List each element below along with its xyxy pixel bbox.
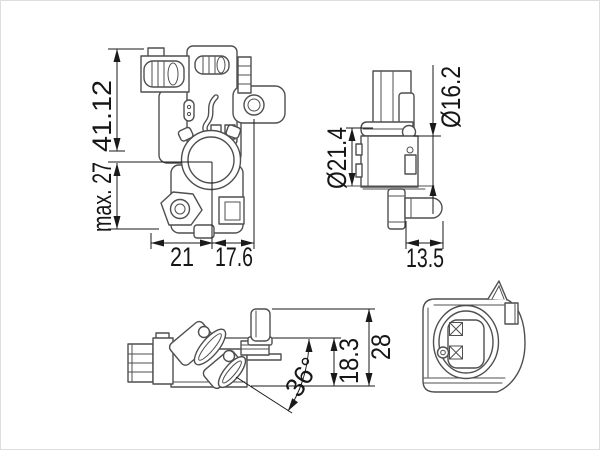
side-view-dimensions: Ø21.4 Ø16.2 13.5	[322, 65, 466, 273]
dim-label-len-stud: 13.5	[406, 243, 444, 273]
flange-hole	[243, 94, 265, 116]
housing-fin	[487, 280, 508, 301]
angle-reference-line	[235, 376, 293, 414]
dim-label-angle: 36°	[279, 352, 326, 402]
foot	[387, 188, 406, 230]
dim-label-width-right: 17.6	[215, 242, 253, 272]
front-view-part	[140, 45, 286, 239]
front-view-dimensions: 41.12 max. 27 21 17.6	[87, 48, 255, 272]
pin-2	[449, 345, 463, 360]
connector-face-view	[422, 280, 526, 393]
pin-cavity	[447, 319, 485, 369]
dim-label-height-bracket: 18.3	[334, 338, 364, 384]
housing-clip	[504, 302, 519, 325]
pin-1	[449, 322, 463, 336]
side-view: Ø21.4 Ø16.2 13.5	[322, 65, 466, 273]
dim-label-dia-clamp: Ø21.4	[322, 127, 352, 189]
dim-label-dia-stud: Ø16.2	[436, 66, 466, 128]
dim-label-width-left: 21	[170, 242, 194, 272]
top-view: 28 18.3 36°	[127, 308, 396, 414]
clamp-ring-inner	[187, 136, 235, 184]
key-hole	[436, 346, 450, 359]
dim-label-height-total: 41.12	[87, 80, 117, 152]
front-view: 41.12 max. 27 21 17.6	[87, 45, 286, 272]
dim-label-height-total-top: 28	[366, 334, 396, 360]
side-view-part	[346, 70, 443, 230]
dim-label-height-max: max. 27	[87, 162, 117, 232]
top-view-part	[127, 308, 282, 390]
stud-top	[250, 308, 271, 342]
